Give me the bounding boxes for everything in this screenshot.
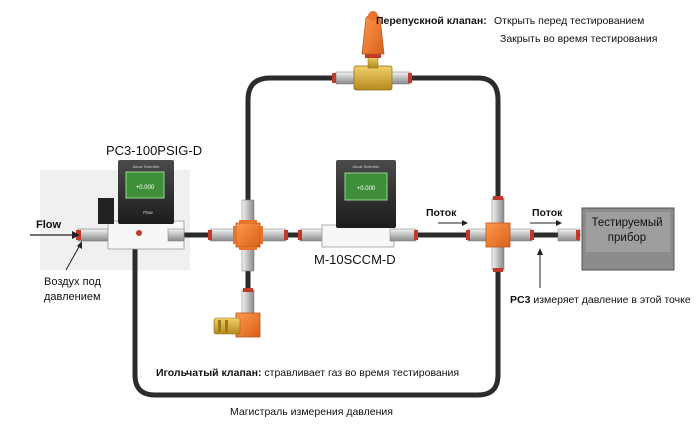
bypass-valve-close-text: Закрыть во время тестирования xyxy=(500,33,658,45)
pc3-flow-mark: Flow xyxy=(143,210,153,215)
pc3-device-label: PC3-100PSIG-D xyxy=(106,143,203,158)
pc3-screen-value: +0.000 xyxy=(136,185,155,191)
flow-arrow-2-head xyxy=(462,220,468,226)
needle-valve xyxy=(213,288,261,338)
m-device-label: M-10SCCM-D xyxy=(314,252,396,267)
pressure-measure-tube xyxy=(132,237,501,398)
pc3-device: +0.000 Alicat Scientific Flow xyxy=(98,160,185,250)
needle-valve-title: Игольчатый клапан: xyxy=(156,367,262,379)
pc3-brand: Alicat Scientific xyxy=(133,164,160,169)
needle-valve-desc: стравливает газ во время тестирования xyxy=(264,367,460,379)
pc3-outlet-fitting xyxy=(167,228,185,242)
m-brand: Alicat Scientific xyxy=(353,164,380,169)
flow-arrow-head xyxy=(72,231,80,239)
pc3-measure-rest: измеряет давление в этой точке xyxy=(533,294,691,306)
m-screen-value: +0.000 xyxy=(357,186,376,192)
pc3-port xyxy=(136,230,142,236)
m-screen xyxy=(344,172,388,201)
needle-valve-label: Игольчатый клапан: стравливает газ во вр… xyxy=(156,367,459,380)
bypass-valve xyxy=(332,11,412,91)
pressure-line-label: Магистраль измерения давления xyxy=(230,406,393,418)
bypass-valve-open-text: Открыть перед тестированием xyxy=(494,15,645,27)
flow-label-right-2: Поток xyxy=(532,207,563,219)
flow-arrow-3-head xyxy=(556,220,562,226)
air-callout-line xyxy=(65,244,81,271)
m-device: +0.000 Alicat Scientific xyxy=(298,160,418,248)
pc3-measure-bold: PC3 xyxy=(510,294,531,306)
pc3-valve-block xyxy=(98,198,114,224)
test-device xyxy=(581,207,675,271)
flow-label-right-1: Поток xyxy=(426,207,457,219)
pc3-screen xyxy=(125,171,165,199)
left-cross-fitting xyxy=(208,199,288,272)
flow-label: Flow xyxy=(36,219,62,231)
inlet-fitting xyxy=(77,228,109,242)
air-label: Воздух под давлением xyxy=(44,276,101,303)
test-device-label: Тестируемый прибор xyxy=(591,217,663,244)
pc3-measure-label: PC3 измеряет давление в этой точке xyxy=(510,293,700,308)
right-cross-fitting xyxy=(466,196,534,272)
bypass-valve-title: Перепускной клапан: xyxy=(376,15,487,27)
